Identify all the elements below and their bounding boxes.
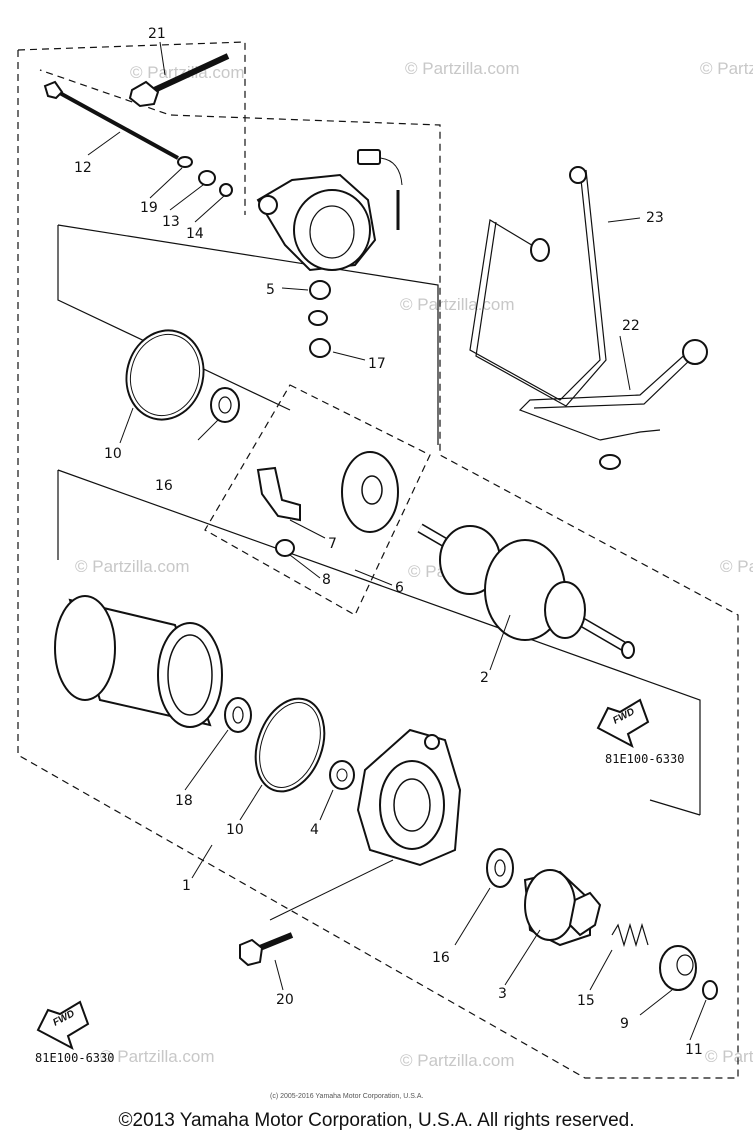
yoke-housing-icon [54,595,223,728]
callout-9: 9 [620,1016,629,1032]
fwd-arrow-left-icon: FWD [36,1000,90,1051]
watermark: © Partzilla.com [400,1051,515,1070]
callout-12: 12 [74,160,92,176]
copyright-footer: ©2013 Yamaha Motor Corporation, U.S.A. A… [118,1110,635,1131]
watermark: © Partzilla.com [75,557,190,576]
ref-code-right: 81E100-6330 [605,752,684,766]
callout-8: 8 [322,572,331,588]
small-copyright-notice: (c) 2005-2016 Yamaha Motor Corporation, … [270,1093,423,1100]
circlip-11-icon [702,980,718,1000]
callout-10-lower: 10 [226,822,244,838]
front-cover-icon [356,728,462,867]
terminal-lead-icon [357,149,403,230]
callout-4: 4 [310,822,319,838]
leader-lines [87,41,707,1041]
spring-8-icon [275,539,295,557]
washer-icon [308,310,328,326]
washer-19-icon [177,156,193,168]
callout-14: 14 [186,226,204,242]
assembly-boundary [17,41,739,1079]
nut-5-icon [309,280,331,300]
callout-3: 3 [498,986,507,1002]
bolt-21-icon [128,53,230,108]
watermark-layer: © Partzilla.com © Partzilla.com © Partzi… [75,59,753,1070]
callout-6: 6 [395,580,404,596]
callout-20: 20 [276,992,294,1008]
bolt-20-icon [239,932,294,967]
callout-18: 18 [175,793,193,809]
callout-23: 23 [646,210,664,226]
washer-13-icon [198,170,216,186]
callout-17: 17 [368,356,386,372]
callout-16-upper: 16 [155,478,173,494]
watermark: © Partzilla.com [100,1047,215,1066]
armature-2-icon [417,523,635,659]
nut-17-icon [309,338,331,358]
watermark: © Partzilla.com [720,557,753,576]
brush-plate-icon [341,451,399,533]
starter-clutch-3-icon [523,869,602,947]
callout-5: 5 [266,282,275,298]
spring-15-icon [611,922,649,948]
watermark: © Partzilla.com [400,295,515,314]
o-ring-14-icon [219,183,233,197]
lead-wire-23-icon [469,166,607,407]
ref-code-left: 81E100-6330 [35,1051,114,1065]
callout-13: 13 [162,214,180,230]
watermark: © Partzilla.com [405,59,520,78]
through-bolt-12-icon [43,80,179,160]
callout-labels: 21 12 19 13 14 23 5 17 22 10 16 7 8 6 2 … [74,26,703,1058]
callout-11: 11 [685,1042,703,1058]
brush-7-icon [256,466,301,522]
plane-box-lower [57,469,701,816]
callout-1: 1 [182,878,191,894]
callout-16-lower: 16 [432,950,450,966]
rear-cover-icon [256,173,377,272]
callout-10-upper: 10 [104,446,122,462]
callout-19: 19 [140,200,158,216]
watermark: © Partzilla.com [700,59,753,78]
plane-box-upper [57,224,439,445]
callout-21: 21 [148,26,166,42]
watermark: © Partzilla.com [705,1047,753,1066]
fwd-arrow-right-icon: FWD [596,698,650,749]
callout-15: 15 [577,993,595,1009]
callout-2: 2 [480,670,489,686]
callout-22: 22 [622,318,640,334]
callout-7: 7 [328,536,337,552]
lead-wire-22-icon [518,339,708,470]
